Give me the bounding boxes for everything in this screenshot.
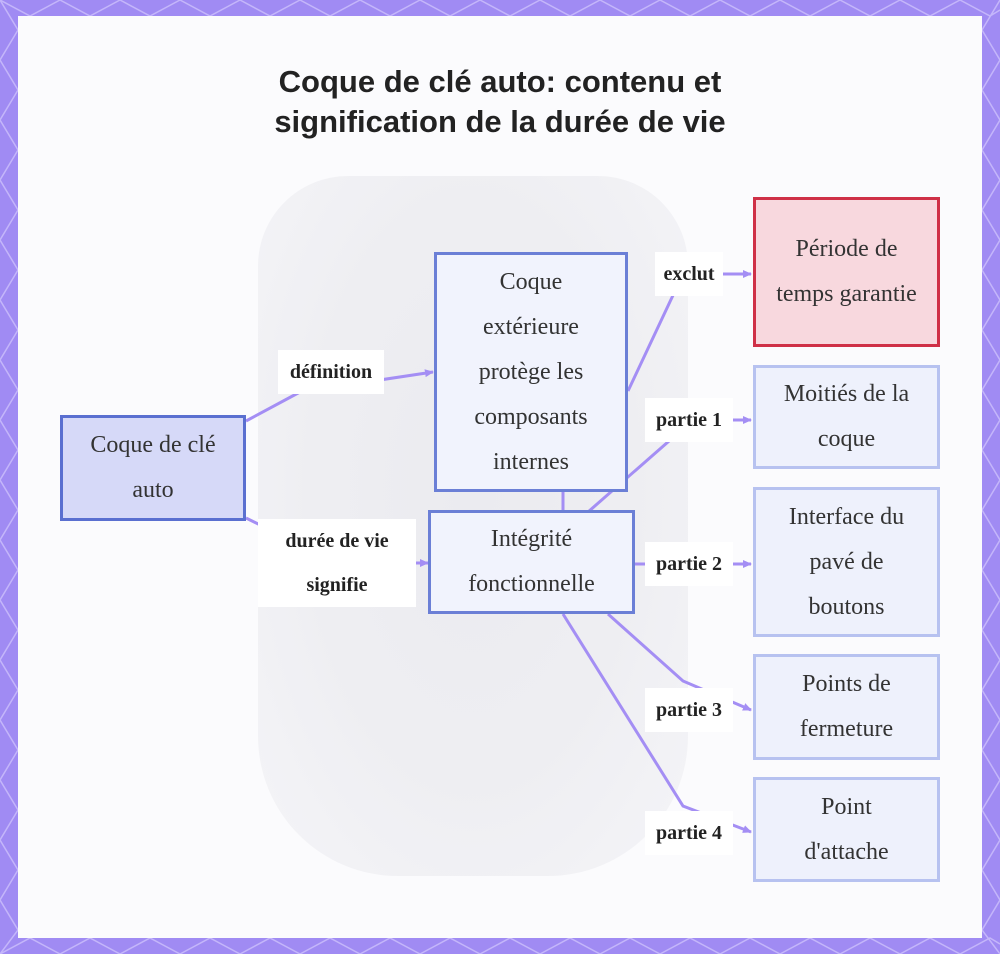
edge-label-part2: partie 2 [645, 542, 733, 586]
title-line-2: signification de la durée de vie [274, 104, 726, 139]
edge-label-lifespan: durée de vie signifie [258, 519, 416, 607]
node-point-attache: Point d'attache [753, 777, 940, 882]
edge-label-part4: partie 4 [645, 811, 733, 855]
diagram-title: Coque de clé auto: contenu et significat… [18, 62, 982, 142]
node-integrite-label: Intégrité fonctionnelle [468, 526, 595, 597]
node-points-fermeture-label: Points de fermeture [799, 671, 894, 742]
title-line-1: Coque de clé auto: contenu et [278, 64, 722, 99]
node-coque-de-cle-auto: Coque de clé auto [60, 415, 246, 521]
node-interface-pave-label: Interface du pavé de boutons [788, 503, 905, 620]
node-moities-coque-label: Moitiés de la coque [783, 381, 910, 452]
edge-label-definition: définition [278, 350, 384, 394]
node-definition-label: Coque extérieure protège les composants … [474, 268, 588, 475]
edge-label-part1: partie 1 [645, 398, 733, 442]
node-points-fermeture: Points de fermeture [753, 654, 940, 760]
node-periode-garantie: Période de temps garantie [753, 197, 940, 347]
node-interface-pave-boutons: Interface du pavé de boutons [753, 487, 940, 637]
edge-label-part3: partie 3 [645, 688, 733, 732]
edge-label-excludes: exclut [655, 252, 723, 296]
node-periode-garantie-label: Période de temps garantie [776, 236, 917, 307]
node-moities-coque: Moitiés de la coque [753, 365, 940, 469]
node-integrite-fonctionnelle: Intégrité fonctionnelle [428, 510, 635, 614]
node-point-attache-label: Point d'attache [804, 793, 889, 865]
node-definition: Coque extérieure protège les composants … [434, 252, 628, 492]
node-coque-de-cle-auto-label: Coque de clé auto [90, 432, 216, 503]
diagram-canvas: Coque de clé auto: contenu et significat… [18, 16, 982, 938]
